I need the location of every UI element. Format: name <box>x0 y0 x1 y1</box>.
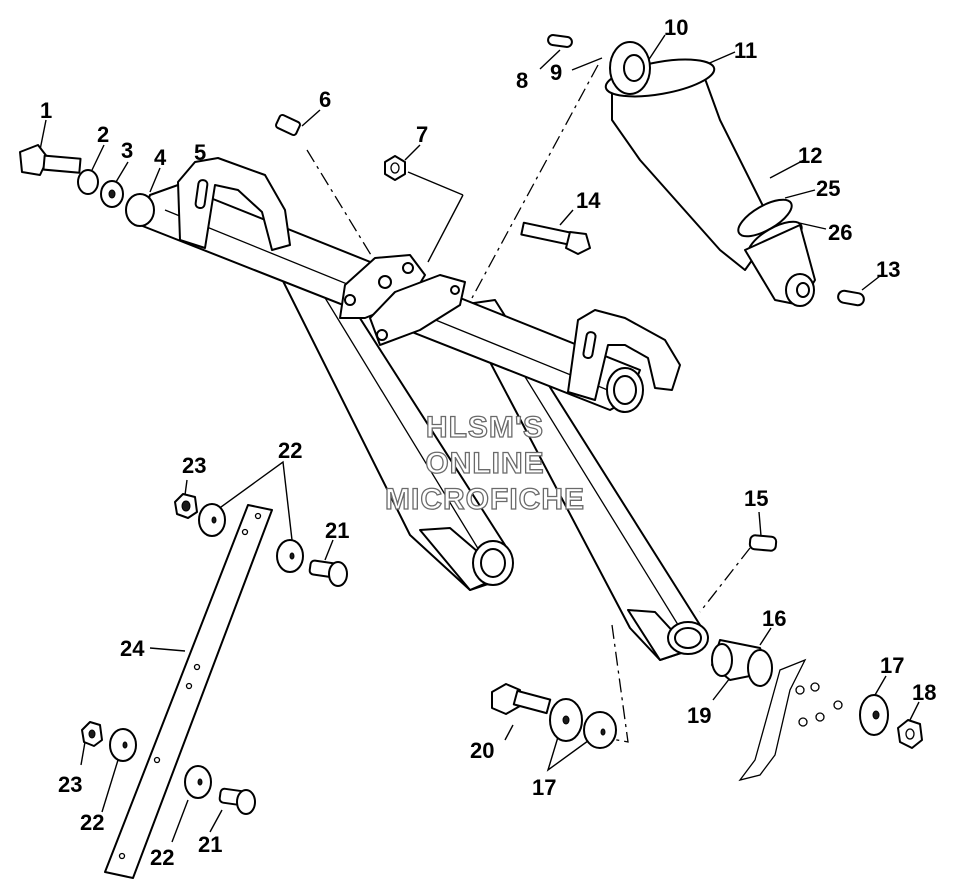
callout-3: 3 <box>121 138 133 163</box>
callout-1: 1 <box>40 98 52 123</box>
watermark-line-2: ONLINE <box>425 447 544 480</box>
callout-4: 4 <box>154 145 167 170</box>
mount-bracket-left <box>177 157 291 251</box>
callout-26: 26 <box>828 220 852 245</box>
leader-lines <box>39 34 920 843</box>
callout-24: 24 <box>120 636 145 661</box>
callout-23-bottom: 23 <box>58 772 82 797</box>
callout-11: 11 <box>734 38 757 63</box>
callout-22-left: 22 <box>80 810 104 835</box>
callout-21-bottom: 21 <box>198 832 222 857</box>
callout-7: 7 <box>416 122 428 147</box>
callout-numbers: 1 2 3 4 5 6 7 8 9 10 11 12 25 26 13 14 1… <box>40 15 936 870</box>
callout-14: 14 <box>576 188 601 213</box>
callout-15: 15 <box>744 486 768 511</box>
callout-25: 25 <box>816 176 840 201</box>
shock-mount-plates <box>339 254 466 346</box>
shock-absorber <box>604 41 816 307</box>
callout-8: 8 <box>516 68 528 93</box>
callout-21-top: 21 <box>325 518 349 543</box>
callout-19: 19 <box>687 703 711 728</box>
callout-17-right: 17 <box>880 653 904 678</box>
callout-20: 20 <box>470 738 494 763</box>
callout-6: 6 <box>319 87 331 112</box>
watermark: HLSM'S ONLINE MICROFICHE <box>384 410 585 516</box>
callout-12: 12 <box>798 143 822 168</box>
callout-9: 9 <box>550 60 562 85</box>
hardware <box>19 34 923 879</box>
callout-23-top: 23 <box>182 453 206 478</box>
callout-2: 2 <box>97 122 109 147</box>
callout-13: 13 <box>876 257 900 282</box>
watermark-line-3: MICROFICHE <box>385 483 585 516</box>
callout-5: 5 <box>194 140 206 165</box>
callout-22-top: 22 <box>278 438 302 463</box>
mount-bracket-right <box>567 309 681 401</box>
callout-22-bottom: 22 <box>150 845 174 870</box>
callout-17-bottom: 17 <box>532 775 556 800</box>
callout-16: 16 <box>762 606 786 631</box>
watermark-line-1: HLSM'S <box>426 411 544 444</box>
callout-18: 18 <box>912 680 936 705</box>
callout-10: 10 <box>664 15 688 40</box>
